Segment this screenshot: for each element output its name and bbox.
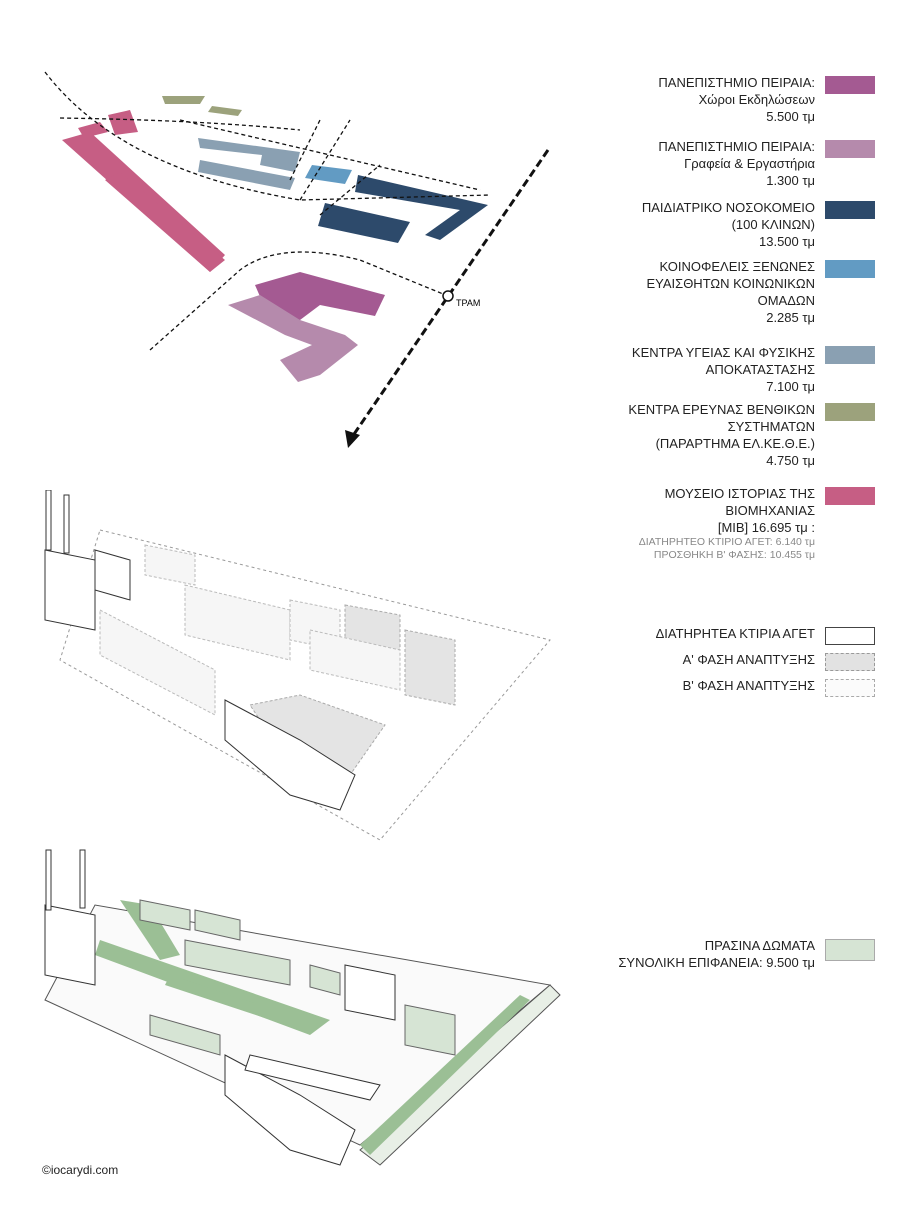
site-plan-diagram: ΤΡΑΜ — [44, 71, 550, 448]
legend-area: 2.285 τμ — [766, 310, 815, 325]
legend-swatch — [825, 627, 875, 645]
legend-label: ΔΙΑΤΗΡΗΤΕΑ ΚΤΙΡΙΑ ΑΓΕΤ — [655, 626, 815, 641]
legend-item-preserved-buildings: ΔΙΑΤΗΡΗΤΕΑ ΚΤΙΡΙΑ ΑΓΕΤ — [525, 625, 875, 645]
legend-item-hostels: ΚΟΙΝΟΦΕΛΕΙΣ ΞΕΝΩΝΕΣ ΕΥΑΙΣΘΗΤΩΝ ΚΟΙΝΩΝΙΚΩΝ… — [525, 258, 875, 326]
legend-area: 1.300 τμ — [766, 173, 815, 188]
legend-area: 7.100 τμ — [766, 379, 815, 394]
legend-label: ΟΜΑΔΩΝ — [757, 293, 815, 308]
health-block — [198, 160, 295, 190]
legend-label: ΚΟΙΝΟΦΕΛΕΙΣ ΞΕΝΩΝΕΣ — [659, 259, 815, 274]
legend-swatch — [825, 346, 875, 364]
legend-label: ΑΠΟΚΑΤΑΣΤΑΣΗΣ — [705, 362, 815, 377]
legend-swatch — [825, 939, 875, 961]
legend-label: (ΠΑΡΑΡΤΗΜΑ ΕΛ.ΚΕ.Θ.Ε.) — [655, 436, 815, 451]
legend-label: ΠΑΙΔΙΑΤΡΙΚΟ ΝΟΣΟΚΟΜΕΙΟ — [641, 200, 815, 215]
university-offices-block — [228, 295, 358, 382]
green-roofs-axonometric — [44, 849, 561, 1166]
health-block — [198, 138, 300, 172]
museum-block — [105, 172, 225, 272]
legend-swatch — [825, 76, 875, 94]
legend-label: (100 ΚΛΙΝΩΝ) — [731, 217, 815, 232]
legend-sub-area: ΔΙΑΤΗΡΗΤΕΟ ΚΤΙΡΙΟ ΑΓΕΤ: 6.140 τμ — [638, 536, 815, 548]
legend-label: Β' ΦΑΣΗ ΑΝΑΠΤΥΞΗΣ — [682, 678, 815, 693]
legend-item-university-events: ΠΑΝΕΠΙΣΤΗΜΙΟ ΠΕΙΡΑΙΑ: Χώροι Εκδηλώσεων 5.5… — [525, 74, 875, 125]
legend-item-phase-b: Β' ΦΑΣΗ ΑΝΑΠΤΥΞΗΣ — [525, 677, 875, 697]
legend-label: Χώροι Εκδηλώσεων — [698, 92, 815, 107]
legend-item-university-offices: ΠΑΝΕΠΙΣΤΗΜΙΟ ΠΕΙΡΑΙΑ: Γραφεία & Εργαστήρι… — [525, 138, 875, 189]
museum-block — [108, 110, 138, 135]
legend-label: ΚΕΝΤΡΑ ΥΓΕΙΑΣ ΚΑΙ ΦΥΣΙΚΗΣ — [631, 345, 815, 360]
legend-item-industry-museum: ΜΟΥΣΕΙΟ ΙΣΤΟΡΙΑΣ ΤΗΣ ΒΙΟΜΗΧΑΝΙΑΣ [ΜΙΒ] 16.… — [525, 485, 875, 562]
legend-label: Γραφεία & Εργαστήρια — [684, 156, 815, 171]
legend-area: 4.750 τμ — [766, 453, 815, 468]
research-block — [208, 106, 242, 116]
hospital-block — [318, 203, 410, 243]
legend-item-green-roofs: ΠΡΑΣΙΝΑ ΔΩΜΑΤΑ ΣΥΝΟΛΙΚΗ ΕΠΙΦΑΝΕΙΑ: 9.500 … — [525, 937, 875, 971]
legend-area: 13.500 τμ — [759, 234, 815, 249]
legend-area: [ΜΙΒ] 16.695 τμ : — [717, 520, 815, 535]
legend-swatch — [825, 260, 875, 278]
legend-label: ΜΟΥΣΕΙΟ ΙΣΤΟΡΙΑΣ ΤΗΣ — [664, 486, 815, 501]
legend-label: ΣΥΣΤΗΜΑΤΩΝ — [727, 419, 815, 434]
legend-sub-area: ΠΡΟΣΘΗΚΗ Β' ΦΑΣΗΣ: 10.455 τμ — [653, 549, 815, 561]
legend-label: ΕΥΑΙΣΘΗΤΩΝ ΚΟΙΝΩΝΙΚΩΝ — [646, 276, 816, 291]
legend-swatch — [825, 653, 875, 671]
legend-label: ΠΡΑΣΙΝΑ ΔΩΜΑΤΑ — [704, 938, 815, 953]
phases-axonometric — [44, 490, 551, 841]
legend-item-research-centers: ΚΕΝΤΡΑ ΕΡΕΥΝΑΣ ΒΕΝΘΙΚΩΝ ΣΥΣΤΗΜΑΤΩΝ (ΠΑΡΑΡΤ… — [525, 401, 875, 469]
legend-label: ΠΑΝΕΠΙΣΤΗΜΙΟ ΠΕΙΡΑΙΑ: — [658, 139, 815, 154]
legend-item-health-centers: ΚΕΝΤΡΑ ΥΓΕΙΑΣ ΚΑΙ ΦΥΣΙΚΗΣ ΑΠΟΚΑΤΑΣΤΑΣΗΣ 7.… — [525, 344, 875, 395]
legend-label: ΒΙΟΜΗΧΑΝΙΑΣ — [725, 503, 815, 518]
legend-label: Α' ΦΑΣΗ ΑΝΑΠΤΥΞΗΣ — [682, 652, 815, 667]
legend-item-phase-a: Α' ΦΑΣΗ ΑΝΑΠΤΥΞΗΣ — [525, 651, 875, 671]
hospital-block — [355, 175, 488, 240]
copyright: ©iocarydi.com — [42, 1163, 119, 1177]
legend-swatch — [825, 679, 875, 697]
legend-swatch — [825, 403, 875, 421]
legend-area: ΣΥΝΟΛΙΚΗ ΕΠΙΦΑΝΕΙΑ: 9.500 τμ — [618, 955, 815, 970]
legend-label: ΠΑΝΕΠΙΣΤΗΜΙΟ ΠΕΙΡΑΙΑ: — [658, 75, 815, 90]
research-block — [162, 96, 205, 104]
legend-swatch — [825, 487, 875, 505]
legend-item-pediatric-hospital: ΠΑΙΔΙΑΤΡΙΚΟ ΝΟΣΟΚΟΜΕΙΟ (100 ΚΛΙΝΩΝ) 13.500… — [525, 199, 875, 250]
tram-label: ΤΡΑΜ — [456, 298, 480, 308]
university-events-block — [255, 272, 385, 320]
hostel-block — [305, 165, 352, 184]
legend-swatch — [825, 140, 875, 158]
legend-area: 5.500 τμ — [766, 109, 815, 124]
legend-swatch — [825, 201, 875, 219]
legend-label: ΚΕΝΤΡΑ ΕΡΕΥΝΑΣ ΒΕΝΘΙΚΩΝ — [628, 402, 815, 417]
tram-stop-icon — [442, 290, 454, 302]
